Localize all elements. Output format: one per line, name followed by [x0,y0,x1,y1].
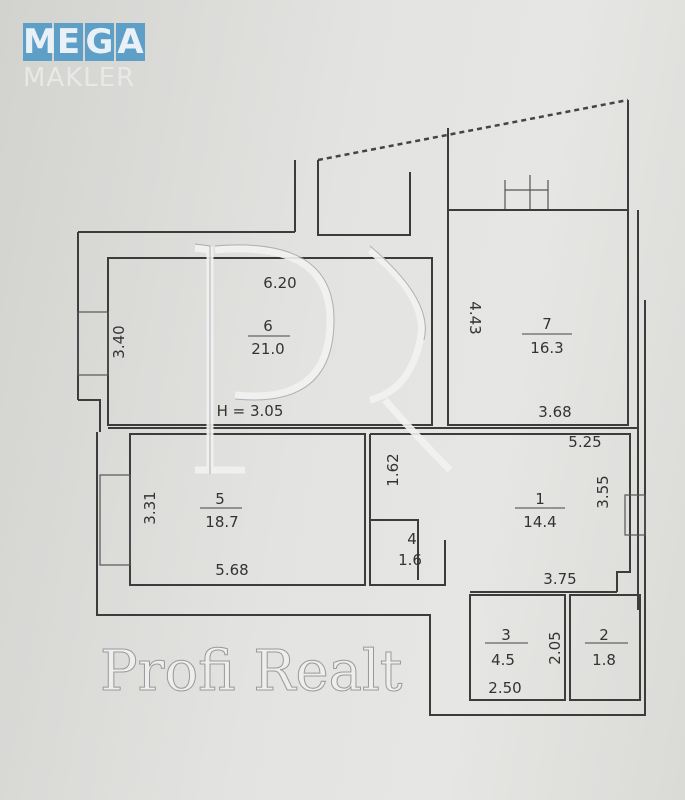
room-4-number: 4 [407,530,417,548]
dim-1-62: 1.62 [384,453,402,486]
room-7-area: 16.3 [530,339,563,357]
window-room-6 [77,311,109,376]
window-room-5 [99,474,131,566]
room-1-number: 1 [535,490,545,508]
dim-2-05: 2.05 [546,631,564,664]
balcony-door [504,175,549,210]
watermark-text: Profi Realt [100,639,403,704]
dim-3-40: 3.40 [110,325,128,358]
room-3-area: 4.5 [491,651,515,669]
room-3-outline [469,594,566,701]
room-3-number: 3 [501,626,511,644]
room-5-number: 5 [215,490,225,508]
room-6-area: 21.0 [251,340,284,358]
monogram-watermark [194,243,453,474]
dim-3-75: 3.75 [543,570,576,588]
balcony-wall [294,100,629,236]
dim-6-20: 6.20 [263,274,296,292]
room-2-number: 2 [599,626,609,644]
room-7-number: 7 [542,315,552,333]
ceiling-height: H = 3.05 [217,402,284,420]
room-2-area: 1.8 [592,651,616,669]
dim-5-25: 5.25 [568,433,601,451]
dim-5-68: 5.68 [215,561,248,579]
room-5-area: 18.7 [205,513,238,531]
room-1-outline [370,433,631,593]
dim-3-31: 3.31 [141,491,159,524]
dim-4-43: 4.43 [466,301,484,334]
room-4-outline [369,434,446,586]
room-4-area: 1.6 [398,551,422,569]
window-room-1 [624,494,646,536]
balcony-edge [317,98,629,162]
dim-2-50: 2.50 [488,679,521,697]
room-7-outline [447,209,629,426]
dim-3-68: 3.68 [538,403,571,421]
dim-3-55: 3.55 [594,475,612,508]
room-6-number: 6 [263,317,273,335]
room-1-area: 14.4 [523,513,556,531]
room-2-outline [569,594,641,701]
